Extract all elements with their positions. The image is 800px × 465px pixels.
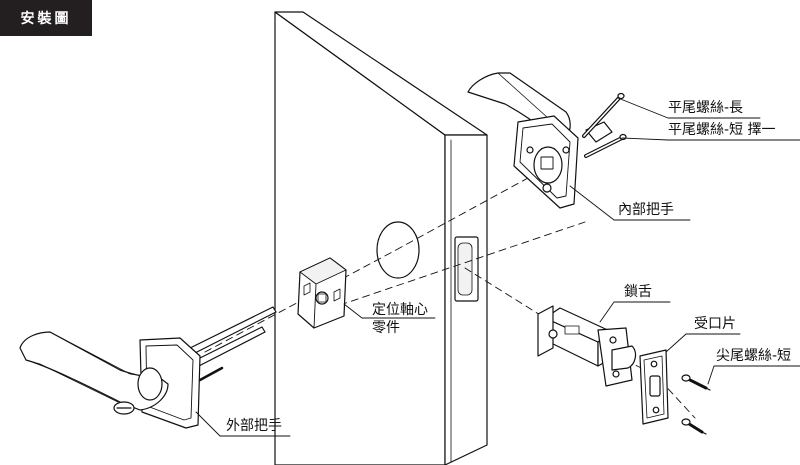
flat-screw-short — [584, 133, 627, 158]
latch-bolt — [537, 305, 637, 387]
section-title-badge: 安裝圖 — [0, 0, 92, 36]
pointed-screw-upper — [681, 374, 711, 391]
label-inner-handle: 內部把手 — [618, 202, 674, 218]
label-flat-screw-short: 平尾螺絲-短 擇一 — [668, 122, 776, 138]
label-pointed-screw: 尖尾螺絲-短 — [716, 348, 792, 364]
pointed-screw-lower — [681, 418, 707, 435]
outer-handle — [19, 306, 277, 429]
positioning-spindle-part — [297, 257, 347, 329]
inner-handle — [467, 72, 613, 209]
label-strike-plate: 受口片 — [694, 316, 736, 332]
section-title: 安裝圖 — [20, 11, 72, 27]
strike-plate — [639, 349, 669, 425]
flat-screw-long — [582, 92, 625, 138]
alignment-guides — [204, 177, 696, 419]
label-latch: 鎖舌 — [624, 284, 652, 300]
door-bore-hole — [376, 221, 420, 279]
label-flat-screw-long: 平尾螺絲-長 — [668, 100, 744, 116]
label-outer-handle: 外部把手 — [226, 418, 282, 434]
door-panel — [274, 11, 488, 465]
leader-lines — [195, 97, 800, 437]
label-positioning-spindle: 定位軸心 — [372, 302, 428, 318]
label-spindle-part: 零件 — [372, 320, 400, 336]
